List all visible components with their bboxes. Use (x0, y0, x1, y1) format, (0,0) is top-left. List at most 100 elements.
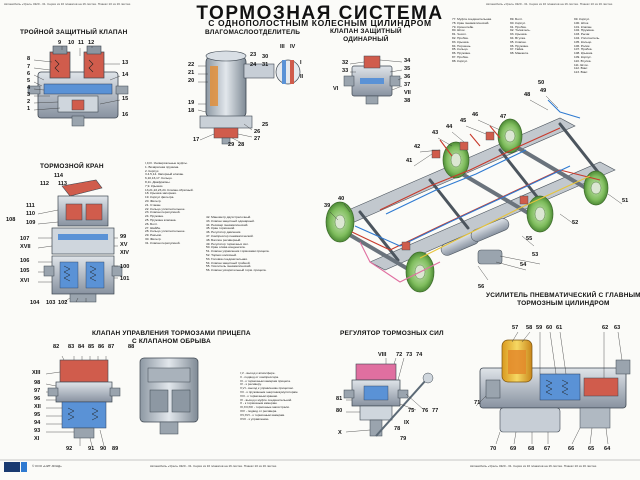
legend-line: 52. Тормоз колёсный. (206, 252, 237, 257)
legend-line: 44. Ресивер пневматический. (206, 222, 249, 227)
label-3: 3 (27, 92, 31, 98)
label-47: 47 (500, 114, 507, 120)
label-I: I (300, 60, 302, 66)
legend-line: 30. Фильтр. (145, 236, 162, 241)
label-84: 84 (78, 344, 85, 350)
label-108: 108 (6, 217, 16, 223)
legend-line: IV - к ресиверу. (240, 382, 262, 387)
label-81: 81 (336, 396, 343, 402)
legend-line: 98. Манжета. (510, 51, 529, 56)
legend-line: 23. Клапан перепускной. (145, 210, 181, 215)
label-XVII: XVII (20, 244, 31, 250)
legend-line: 18. Крышка запорная. (145, 191, 177, 196)
label-51: 51 (622, 198, 629, 204)
label-XVI: XVI (20, 278, 30, 284)
legend-line: 45. Кран тормозной. (206, 226, 236, 231)
label-16: 16 (122, 112, 129, 118)
label-96: 96 (34, 396, 41, 402)
label-59: 59 (536, 325, 543, 331)
legend-line: 99. Корпус. (574, 17, 590, 21)
legend-line: 109. Корпус. (574, 54, 592, 59)
label-13: 13 (122, 60, 129, 66)
label-17: 17 (193, 137, 200, 143)
label-75: 75 (408, 408, 415, 414)
poster-subtitle: С ОДНОПОЛОСТНЫМ КОЛЕСНЫМ ЦИЛИНДРОМ (208, 18, 432, 28)
legend-line: 104. Уплотнитель. (574, 35, 601, 40)
label-92: 92 (66, 446, 73, 452)
label-94: 94 (34, 420, 41, 426)
legend-line: 48. Баллон ресиверный. (206, 237, 242, 242)
label-III: III (280, 44, 285, 50)
legend-line: 85. Кольцо. (452, 47, 469, 52)
label-29: 29 (228, 142, 235, 148)
label-93: 93 (34, 428, 41, 434)
legend-line: 111. Шток. (574, 62, 589, 67)
label-114: 114 (54, 173, 64, 179)
legend-line: I,II,III. Универсальные муфты. (145, 161, 188, 165)
title-trailer-valve: КЛАПАН УПРАВЛЕНИЯ ТОРМОЗАМИ ПРИЦЕПА С КЛ… (92, 330, 251, 345)
legend-line: XIV - подвод от ресивера. (240, 408, 278, 413)
label-104: 104 (30, 300, 40, 306)
label-XII: XII (34, 404, 41, 410)
moisture-separator-drawing (197, 50, 301, 145)
label-IV: IV (290, 44, 296, 50)
legend-line: 87. Пробка. (452, 54, 469, 59)
legend-line: 51. Клапан управления тормозами прицепа. (206, 249, 270, 254)
label-73: 73 (406, 352, 413, 358)
legend-line: 78. Кран пневматический. (452, 20, 490, 25)
legend-line: 19. Корпус фильтра. (145, 195, 175, 200)
label-67: 67 (544, 446, 551, 452)
label-24: 24 (250, 62, 257, 68)
label-18: 18 (188, 108, 195, 114)
legend-line: 26. Болт. (145, 221, 158, 226)
label-80: 80 (336, 408, 343, 414)
label-35: 35 (404, 66, 411, 72)
label-76: 76 (422, 408, 429, 414)
label-25: 25 (262, 122, 269, 128)
legend-line: II - подвод от компрессора. (240, 374, 279, 379)
label-8: 8 (27, 56, 31, 62)
label-23: 23 (250, 52, 257, 58)
label-15: 15 (122, 96, 129, 102)
label-86: 86 (98, 344, 105, 350)
label-14: 14 (122, 72, 129, 78)
label-100: 100 (120, 264, 130, 270)
label-22: 22 (188, 62, 195, 68)
legend-line: 113. Винт. (574, 70, 589, 75)
label-VIII: VIII (378, 352, 387, 358)
legend-line: XVII - к управлению. (240, 416, 270, 421)
legend-line: 28. Кольцо уплотнительное. (145, 229, 186, 234)
title-triple-valve: ТРОЙНОЙ ЗАЩИТНЫЙ КЛАПАН (20, 29, 128, 36)
label-32: 32 (342, 60, 349, 66)
legend-line: 2. Корпус. (145, 168, 160, 173)
label-40: 40 (338, 196, 345, 202)
label-58: 58 (526, 325, 533, 331)
legend-line: 8,11. Диафрагмы. (145, 179, 171, 184)
label-VI: VI (333, 86, 339, 92)
legend-line: 82. Пробка. (452, 35, 469, 40)
label-36: 36 (404, 74, 411, 80)
legend-line: 21. Стакан. (145, 202, 162, 207)
poster-title: ТОРМОЗНАЯ СИСТЕМА (196, 3, 444, 24)
label-55: 55 (526, 236, 533, 242)
label-87: 87 (108, 344, 115, 350)
label-56: 56 (478, 284, 485, 290)
legend-line: 80. Шток. (452, 28, 466, 33)
label-45: 45 (460, 118, 467, 124)
label-65: 65 (588, 446, 595, 452)
label-XIV: XIV (120, 250, 130, 256)
title-moisture-separator: ВЛАГОМАСЛООТДЕЛИТЕЛЬ (205, 29, 301, 36)
legend-line: 91. Пробка. (510, 24, 527, 29)
legend-line: 50. Кран слива конденсата. (206, 245, 246, 250)
label-12: 12 (88, 40, 95, 46)
legend-line: 88. Корпус. (452, 58, 468, 63)
legend-line: 81. Чехол. (452, 32, 467, 37)
footer-right-text: Автомобиль «Урал» 4320 - 31. Серия из 16… (470, 464, 598, 468)
legend-line: 105. Кольцо. (574, 39, 593, 44)
label-79: 79 (400, 436, 407, 442)
legend-right-col1: 77. Муфта соединительная. 78. Кран пневм… (452, 17, 492, 64)
legend-line: 83. Крышка. (452, 39, 470, 44)
legend-line: 55. Усилитель пневматический. (206, 264, 252, 269)
label-71: 71 (474, 400, 481, 406)
